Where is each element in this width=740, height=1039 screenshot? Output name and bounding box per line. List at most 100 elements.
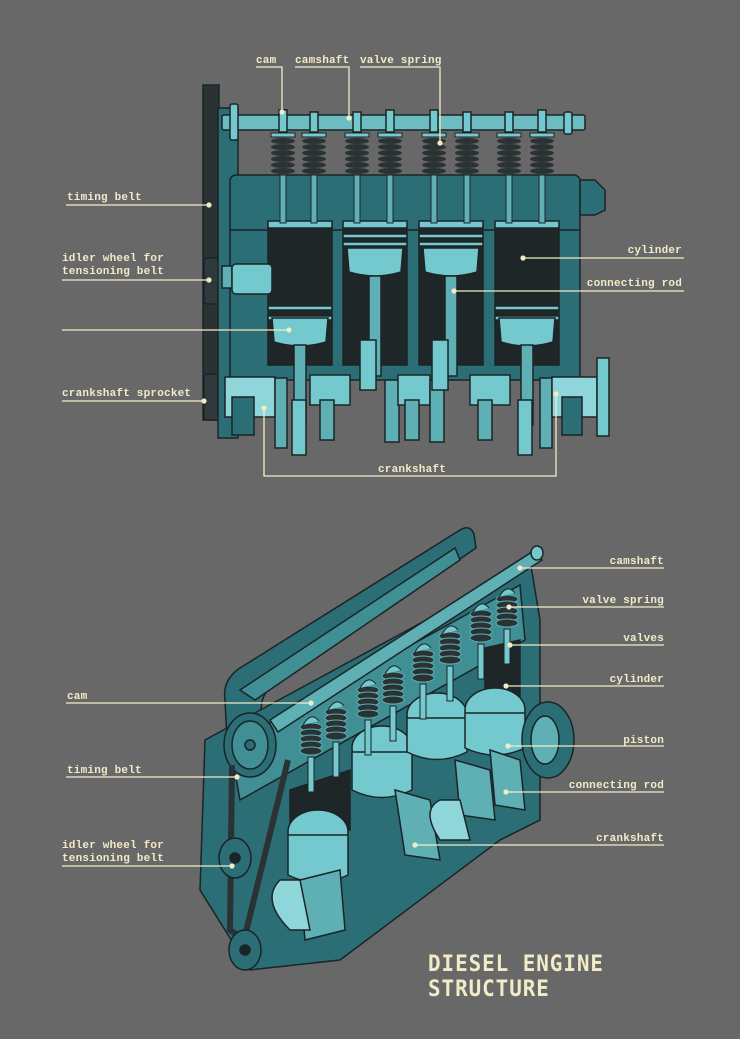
valve-stem <box>463 174 471 224</box>
valve-spring-coil <box>378 144 402 150</box>
iso-cam <box>384 665 402 675</box>
iso-cam <box>498 588 516 598</box>
iso-valve-stem <box>364 719 372 756</box>
valve-stem <box>538 174 546 224</box>
valve-spring-coil <box>530 156 554 162</box>
valve-springs <box>270 132 555 224</box>
label-crankshaft-sprocket: crankshaft sprocket <box>62 388 192 400</box>
valve-spring-coil <box>497 156 521 162</box>
valve-spring-coil <box>378 150 402 156</box>
valve-spring-coil <box>455 138 479 144</box>
iso-cam <box>441 625 459 635</box>
valve-spring-coil <box>378 162 402 168</box>
piston-1 <box>271 317 329 347</box>
label-idler-wheel-2: tensioning belt <box>62 266 165 278</box>
iso-label-timing-belt: timing belt <box>67 765 142 777</box>
iso-label-valves: valves <box>623 633 664 645</box>
iso-label-idler-wheel-1: idler wheel for <box>62 840 165 852</box>
valve-spring-coil <box>302 156 326 162</box>
isometric-view-diagram <box>199 527 575 971</box>
iso-valve-stem <box>477 643 485 680</box>
iso-cam <box>359 679 377 689</box>
label-cam: cam <box>256 55 277 67</box>
valve-spring-coil <box>378 138 402 144</box>
piston-3 <box>422 247 480 277</box>
valve-spring-coil <box>345 156 369 162</box>
iso-valve-springs <box>299 588 519 793</box>
label-connecting-rod: connecting rod <box>586 278 682 290</box>
label-valve-spring: valve spring <box>360 55 442 67</box>
valve-spring-coil <box>378 156 402 162</box>
iso-cam <box>414 643 432 653</box>
iso-label-cam: cam <box>67 691 88 703</box>
iso-label-crankshaft: crankshaft <box>595 833 664 845</box>
valve-spring-coil <box>422 156 446 162</box>
valve-spring-coil <box>497 150 521 156</box>
valve-stem <box>353 174 361 224</box>
iso-cam <box>302 716 320 726</box>
valve-stem <box>430 174 438 224</box>
iso-valve-spring-coil <box>356 709 380 719</box>
crankshaft <box>224 339 610 456</box>
valve-spring-coil <box>302 168 326 174</box>
valve-spring-coil <box>530 150 554 156</box>
iso-label-valve-spring: valve spring <box>582 595 664 607</box>
iso-label-cylinder: cylinder <box>609 674 664 686</box>
label-cylinder: cylinder <box>627 245 682 257</box>
valve-spring-coil <box>455 162 479 168</box>
valve-spring-coil <box>345 168 369 174</box>
valve-spring-coil <box>530 138 554 144</box>
iso-label-piston: piston <box>623 735 664 747</box>
iso-label-idler-wheel-2: tensioning belt <box>62 853 165 865</box>
valve-spring-coil <box>422 162 446 168</box>
iso-valve-spring-coil <box>438 655 462 665</box>
valve-spring-coil <box>455 150 479 156</box>
iso-valve-spring-coil <box>411 673 435 683</box>
valve-spring-coil <box>378 168 402 174</box>
valve-spring-coil <box>422 144 446 150</box>
valve-spring-coil <box>455 144 479 150</box>
valve-spring-coil <box>497 168 521 174</box>
valve-spring-coil <box>455 156 479 162</box>
iso-valve-spring-coil <box>324 731 348 741</box>
valve-spring-coil <box>530 162 554 168</box>
label-camshaft: camshaft <box>295 55 350 67</box>
valve-spring-coil <box>345 138 369 144</box>
iso-valve-stem <box>446 665 454 702</box>
valve-spring-coil <box>271 156 295 162</box>
iso-label-connecting-rod: connecting rod <box>568 780 664 792</box>
valve-spring-coil <box>497 138 521 144</box>
valve-spring-coil <box>345 162 369 168</box>
valve-spring-coil <box>271 168 295 174</box>
valve-spring-coil <box>271 150 295 156</box>
iso-label-camshaft: camshaft <box>609 556 664 568</box>
iso-valve-spring-coil <box>495 618 519 628</box>
iso-valve-spring-coil <box>469 633 493 643</box>
valve-spring-coil <box>455 168 479 174</box>
valve-spring-coil <box>271 162 295 168</box>
label-timing-belt: timing belt <box>67 192 142 204</box>
iso-valve-stem <box>389 705 397 742</box>
valve-spring-coil <box>422 168 446 174</box>
label-idler-wheel-1: idler wheel for <box>62 253 165 265</box>
valve-spring-coil <box>345 144 369 150</box>
label-crankshaft: crankshaft <box>378 464 447 476</box>
iso-cam <box>472 603 490 613</box>
valve-spring-coil <box>271 138 295 144</box>
iso-valve-stem <box>307 756 315 793</box>
piston-4 <box>498 317 556 347</box>
iso-valve-spring-coil <box>299 746 323 756</box>
valve-spring-coil <box>302 162 326 168</box>
valve-spring-coil <box>497 144 521 150</box>
valve-spring-coil <box>497 162 521 168</box>
valve-spring-coil <box>302 144 326 150</box>
valve-spring-coil <box>271 144 295 150</box>
camshaft <box>268 548 544 734</box>
poster-title: DIESEL ENGINE STRUCTURE <box>428 952 604 1002</box>
iso-valve-stem <box>419 683 427 720</box>
cams <box>278 109 547 133</box>
valve-stem <box>505 174 513 224</box>
valve-stem <box>310 174 318 224</box>
valve-spring-coil <box>530 144 554 150</box>
